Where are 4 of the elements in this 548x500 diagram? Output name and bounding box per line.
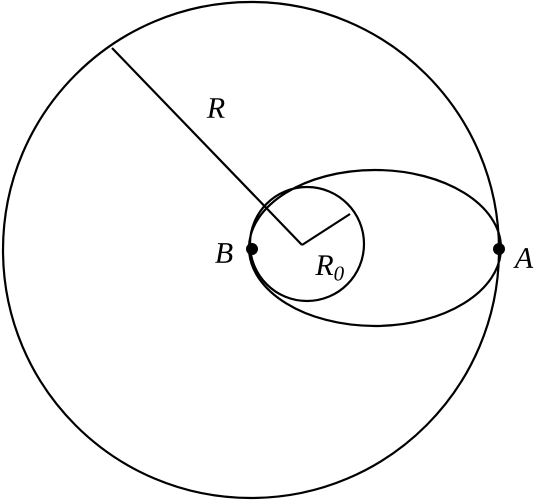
point-label: R$_{0}$	[315, 255, 344, 281]
point-label: R	[206, 98, 225, 118]
point-label: A	[513, 248, 534, 268]
point-label: B	[215, 243, 232, 263]
